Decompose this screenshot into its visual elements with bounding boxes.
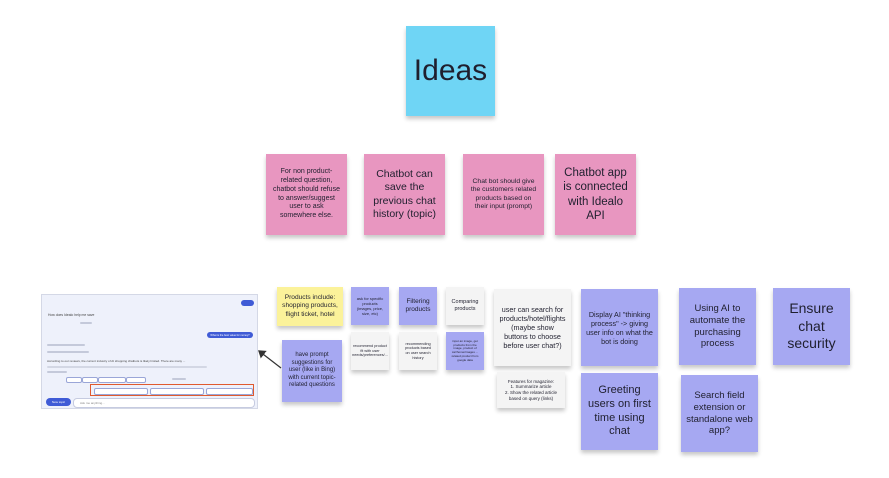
note-text: Search field extension or standalone web…: [686, 389, 753, 437]
answer-text-content: According to our reviews, the current in…: [47, 359, 186, 363]
note-text: Display AI "thinking process" -> giving …: [586, 309, 653, 346]
note-greeting[interactable]: Greeting users on first time using chat: [581, 373, 658, 450]
note-automate-purchasing[interactable]: Using AI to automate the purchasing proc…: [679, 288, 756, 365]
note-text: For non product-related question, chatbo…: [273, 168, 340, 219]
note-text: Greeting users on first time using chat: [588, 384, 651, 438]
note-magazine[interactable]: Features for magazine: 1. Summarize arti…: [497, 372, 565, 408]
note-text: Comparing products: [451, 299, 479, 312]
note-text: user can search for products/hotel/fligh…: [499, 305, 566, 350]
chatbot-screenshot: How does Idealo help me save What is the…: [41, 294, 258, 409]
note-products-include[interactable]: Products include: shopping products, fli…: [277, 287, 343, 326]
note-history[interactable]: Chatbot can save the previous chat histo…: [364, 154, 445, 235]
note-text: ask for specific products (images, price…: [356, 296, 384, 316]
top-button: [241, 300, 254, 306]
note-search-hotel[interactable]: user can search for products/hotel/fligh…: [494, 289, 571, 366]
note-filtering[interactable]: Filtering products: [399, 287, 437, 325]
note-thinking-process[interactable]: Display AI "thinking process" -> giving …: [581, 289, 658, 366]
note-related-products[interactable]: Chat bot should give the customers relat…: [463, 154, 544, 235]
reply-bubble: What is the best value for money?: [207, 332, 253, 338]
ideas-title-note: Ideas: [406, 26, 495, 116]
reply-bubble-text: What is the best value for money?: [210, 333, 250, 337]
note-idealo-api[interactable]: Chatbot app is connected with Idealo API: [555, 154, 636, 235]
answer-text: According to our reviews, the current in…: [47, 359, 185, 363]
note-text: recommending products based on user sear…: [405, 341, 431, 360]
note-chat-security[interactable]: Ensure chat security: [773, 288, 850, 365]
note-text: Products include: shopping products, fli…: [282, 294, 338, 318]
note-search-extension[interactable]: Search field extension or standalone web…: [681, 375, 758, 452]
note-text: Using AI to automate the purchasing proc…: [689, 302, 746, 350]
note-comparing[interactable]: Comparing products: [446, 287, 484, 325]
prompt-suggestions-highlight: [90, 384, 254, 396]
note-text: Features for magazine: 1. Summarize arti…: [504, 378, 558, 401]
note-ask-specific[interactable]: ask for specific products (images, price…: [351, 287, 389, 325]
note-text: input an image, get products from the im…: [451, 338, 479, 362]
note-text: Filtering products: [405, 297, 431, 313]
note-text: Chatbot can save the previous chat histo…: [372, 168, 436, 220]
note-text: Ensure chat security: [787, 300, 836, 352]
note-refuse[interactable]: For non product-related question, chatbo…: [266, 154, 347, 235]
note-text: have prompt suggestions for user (like i…: [288, 352, 336, 389]
note-prompt-suggestions[interactable]: have prompt suggestions for user (like i…: [282, 340, 342, 402]
chat-input[interactable]: Ask me anything...: [73, 398, 255, 408]
note-image-search[interactable]: input an image, get products from the im…: [446, 332, 484, 370]
note-text: recommend product fit with user needs/pr…: [352, 343, 388, 358]
ideas-title: Ideas: [413, 54, 488, 88]
new-topic-label: New topic: [51, 400, 66, 404]
note-text: Chatbot app is connected with Idealo API: [563, 166, 628, 222]
chat-input-placeholder: Ask me anything...: [80, 401, 105, 405]
new-topic-button[interactable]: New topic: [46, 398, 71, 406]
note-text: Chat bot should give the customers relat…: [470, 177, 537, 210]
note-recommending[interactable]: recommending products based on user sear…: [399, 332, 437, 370]
user-message: How does Idealo help me save: [48, 313, 95, 317]
note-recommend-fit[interactable]: recommend product fit with user needs/pr…: [351, 332, 389, 370]
